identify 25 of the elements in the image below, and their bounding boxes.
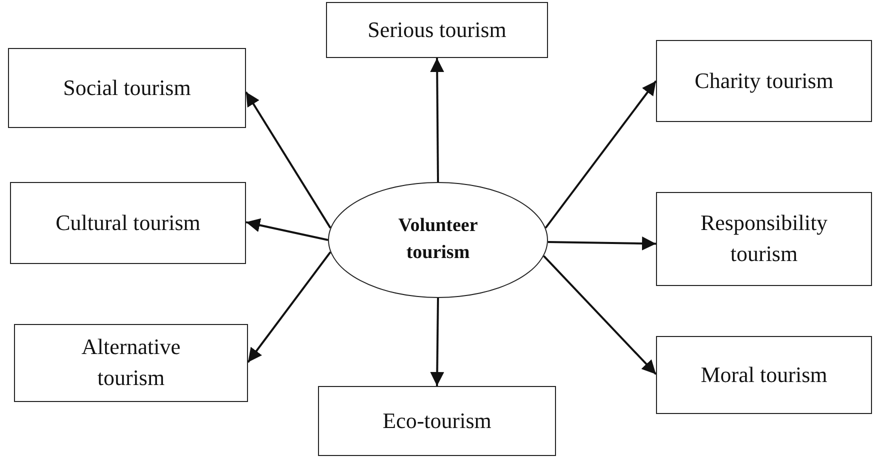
arrow	[430, 298, 444, 386]
node-label: Charity tourism	[694, 66, 834, 95]
concept-box	[656, 40, 872, 122]
node-label: Eco-tourism	[382, 406, 492, 435]
arrow	[245, 91, 332, 228]
node-label: Responsibility tourism	[699, 209, 829, 268]
arrow	[548, 236, 656, 250]
node-label: Serious tourism	[368, 16, 506, 44]
concept-box	[326, 2, 548, 58]
node-label: Volunteer tourism	[397, 214, 479, 265]
node-label: Cultural tourism	[56, 208, 200, 237]
node-label: Social tourism	[63, 74, 191, 102]
concept-box	[318, 386, 556, 456]
arrow	[543, 255, 657, 375]
node-label: Moral tourism	[700, 360, 828, 389]
concept-box	[656, 336, 872, 414]
arrow	[247, 251, 332, 363]
concept-box	[656, 192, 872, 286]
arrow	[246, 218, 328, 241]
node-label: Alternative tourism	[80, 333, 182, 392]
concept-box	[8, 48, 246, 128]
concept-box	[14, 324, 248, 402]
arrow	[430, 58, 444, 182]
arrow	[544, 80, 657, 229]
concept-box	[10, 182, 246, 264]
